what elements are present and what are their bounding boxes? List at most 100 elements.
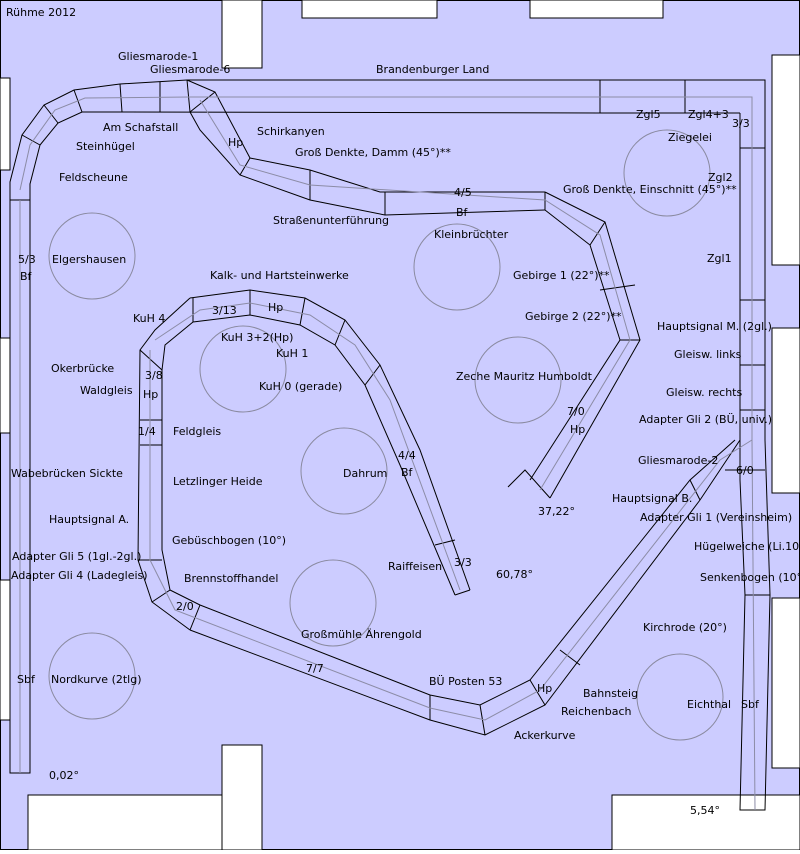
- label-angle-002: 0,02°: [49, 769, 79, 782]
- label-hauptsignal-b: Hauptsignal B.: [612, 492, 692, 505]
- label-hp-top: Hp: [228, 136, 243, 149]
- label-bue-posten: BÜ Posten 53: [429, 675, 502, 688]
- label-three-three: 3/3: [732, 117, 750, 130]
- label-steinhuegel: Steinhügel: [76, 140, 135, 153]
- track-right-lower-joints: [725, 469, 770, 596]
- circle-nordkurve: [48, 632, 136, 720]
- centerline-schirkanyen: [199, 99, 631, 491]
- wall-pillar-bottom: [221, 744, 263, 851]
- label-gleisw-links: Gleisw. links: [674, 348, 742, 361]
- label-zgl4-3: Zgl4+3: [688, 108, 729, 121]
- label-dahrum: Dahrum: [343, 467, 387, 480]
- label-angle-554: 5,54°: [690, 804, 720, 817]
- label-gross-denkte-damm: Groß Denkte, Damm (45°)**: [295, 146, 451, 159]
- label-gliesmarode2: Gliesmarode-2: [638, 454, 718, 467]
- wall-left-mid: [0, 337, 11, 434]
- label-hauptsignal-a: Hauptsignal A.: [49, 513, 129, 526]
- label-two-zero: 2/0: [176, 600, 194, 613]
- label-wabebruecken: Wabebrücken Sickte: [11, 467, 123, 480]
- label-grossmuehle: Großmühle Ährengold: [301, 628, 422, 641]
- label-kuh1: KuH 1: [276, 347, 308, 360]
- circle-kleinbruechter: [413, 223, 501, 311]
- label-adapter-gli4: Adapter Gli 4 (Ladegleis): [11, 569, 148, 582]
- wall-pillar-top-left: [221, 0, 263, 69]
- label-kuh4: KuH 4: [133, 312, 165, 325]
- label-bf-left: Bf: [20, 270, 33, 283]
- label-seven-seven: 7/7: [306, 662, 324, 675]
- label-bahnsteig: Bahnsteig: [583, 687, 638, 700]
- centerline-kuh: [154, 302, 461, 591]
- label-kirchrode: Kirchrode (20°): [643, 621, 727, 634]
- label-zgl2: Zgl2: [708, 171, 733, 184]
- label-hp-bottom: Hp: [537, 682, 552, 695]
- label-letzlinger: Letzlinger Heide: [173, 475, 263, 488]
- label-waldgleis: Waldgleis: [80, 384, 133, 397]
- label-huegelweiche: Hügelweiche (Li.10°): [694, 540, 800, 553]
- label-bf-mid: Bf: [456, 206, 469, 219]
- label-ziegelei: Ziegelei: [668, 131, 712, 144]
- wall-bottom-right: [611, 794, 800, 851]
- label-gebirge1: Gebirge 1 (22°)**: [513, 269, 610, 282]
- label-three-three-b: 3/3: [454, 556, 472, 569]
- label-gliesmarode6: Gliesmarode-6: [150, 63, 230, 76]
- label-adapter-gli1: Adapter Gli 1 (Vereinsheim): [640, 511, 792, 524]
- label-eichthal: Eichthal: [687, 698, 731, 711]
- wall-right-mid: [771, 327, 800, 494]
- labels: Rühme 2012 Gliesmarode-1 Gliesmarode-6 B…: [6, 6, 800, 817]
- label-three-eight: 3/8: [145, 369, 163, 382]
- label-gliesmarode1: Gliesmarode-1: [118, 50, 198, 63]
- label-feldgleis: Feldgleis: [173, 425, 221, 438]
- label-brandenburger: Brandenburger Land: [376, 63, 489, 76]
- label-four-four: 4/4: [398, 449, 416, 462]
- label-gross-denkte-einschnitt: Groß Denkte, Einschnitt (45°)**: [563, 183, 737, 196]
- label-hp-70: Hp: [570, 423, 585, 436]
- track-center-lines: [19, 96, 756, 811]
- wall-bottom-left: [27, 794, 223, 851]
- label-hp-kuh: Hp: [268, 301, 283, 314]
- label-am-schafstall: Am Schafstall: [103, 121, 178, 134]
- label-schirkanyen: Schirkanyen: [257, 125, 325, 138]
- circle-ziegelei: [623, 129, 711, 217]
- label-three-thirteen: 3/13: [212, 304, 237, 317]
- track-inner-left: [137, 297, 201, 631]
- label-hauptsignal-m: Hauptsignal M. (2gl.): [657, 320, 772, 333]
- label-kuh0: KuH 0 (gerade): [259, 380, 342, 393]
- label-bf-44: Bf: [401, 466, 414, 479]
- wall-left-lower: [0, 579, 11, 721]
- label-gleisw-rechts: Gleisw. rechts: [666, 386, 742, 399]
- label-one-four: 1/4: [138, 425, 156, 438]
- circle-dahrum: [300, 427, 388, 515]
- label-sbf-left: Sbf: [17, 673, 36, 686]
- label-five-three: 5/3: [18, 253, 36, 266]
- label-kuh3: KuH 3+2(Hp): [221, 331, 293, 344]
- label-ackerkurve: Ackerkurve: [514, 729, 576, 742]
- label-senkenbogen: Senkenbogen (10°): [700, 571, 800, 584]
- label-reichenbach: Reichenbach: [561, 705, 632, 718]
- label-raiffeisen: Raiffeisen: [388, 560, 442, 573]
- track-gebirge: [529, 191, 641, 499]
- label-six-zero: 6/0: [736, 464, 754, 477]
- label-seven-zero: 7/0: [567, 405, 585, 418]
- label-elgershausen: Elgershausen: [52, 253, 126, 266]
- label-kalk: Kalk- und Hartsteinwerke: [210, 269, 349, 282]
- label-adapter-gli5: Adapter Gli 5 (1gl.-2gl.): [12, 550, 141, 563]
- label-adapter-gli2: Adapter Gli 2 (BÜ, univ.): [639, 413, 772, 426]
- wall-right-lower: [771, 597, 800, 769]
- label-four-five: 4/5: [454, 186, 472, 199]
- circle-grossmuehle: [289, 559, 377, 647]
- diagram-title: Rühme 2012: [6, 6, 76, 19]
- scenery-circles: [48, 129, 724, 741]
- wall-left-upper: [0, 77, 11, 171]
- centerline-loop: [149, 350, 756, 811]
- label-strassenunterfuehrung: Straßenunterführung: [273, 214, 389, 227]
- label-zgl5: Zgl5: [636, 108, 661, 121]
- circle-elgershausen: [48, 212, 136, 300]
- label-sbf-right: Sbf: [741, 698, 760, 711]
- track-bottom-loop: [189, 439, 741, 736]
- label-hp-38: Hp: [143, 388, 158, 401]
- label-nordkurve: Nordkurve (2tlg): [51, 673, 142, 686]
- label-kleinbruechter: Kleinbrüchter: [434, 228, 509, 241]
- wall-right-upper: [771, 54, 800, 266]
